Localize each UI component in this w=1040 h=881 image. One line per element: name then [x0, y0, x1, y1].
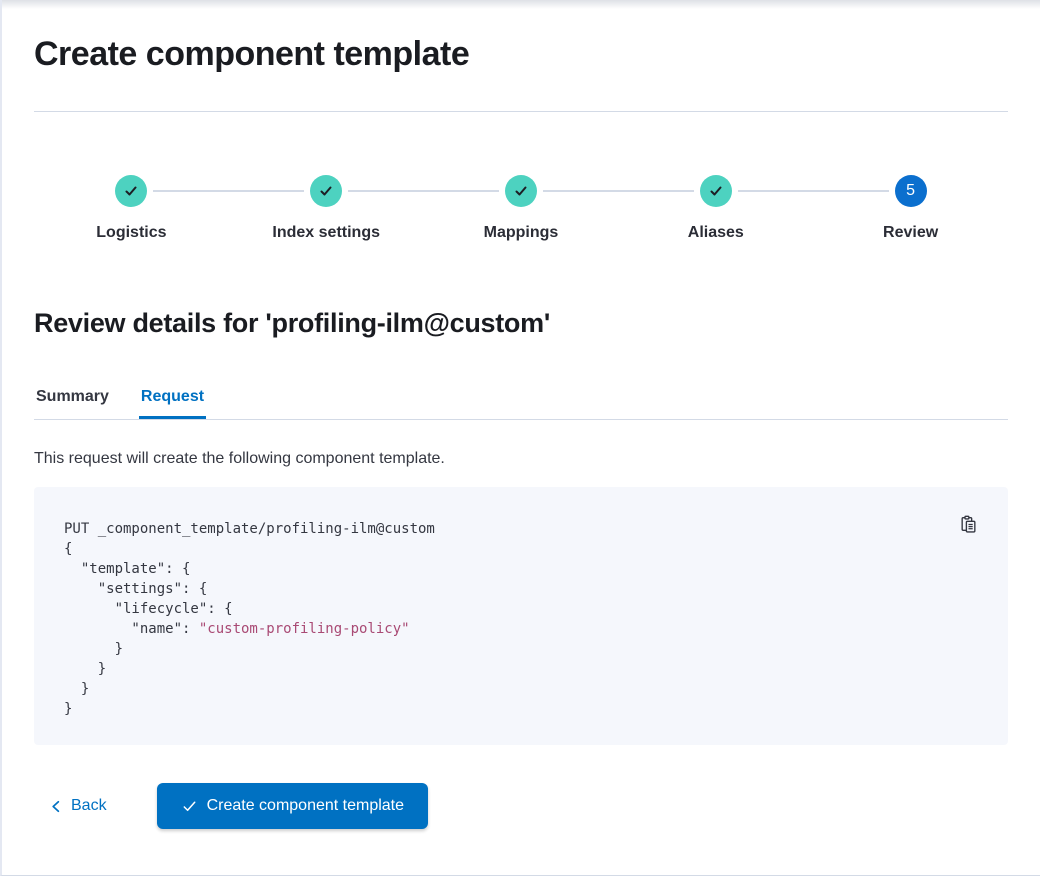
code-line: "lifecycle": {: [64, 601, 233, 617]
tab-request[interactable]: Request: [139, 385, 206, 419]
code-line: }: [64, 701, 73, 717]
step-complete-circle: [310, 175, 343, 207]
header-divider: [34, 111, 1008, 112]
copy-clipboard-icon[interactable]: [956, 513, 980, 537]
step-current-circle: 5: [894, 175, 927, 207]
request-description: This request will create the following c…: [34, 450, 445, 467]
tab-summary[interactable]: Summary: [34, 385, 111, 419]
step-number: 5: [906, 182, 916, 199]
check-icon: [125, 186, 137, 196]
code-line: {: [64, 541, 73, 557]
back-label: Back: [71, 797, 107, 814]
step-mappings[interactable]: Mappings: [348, 175, 619, 245]
chevron-left-icon: [52, 800, 60, 812]
code-line: "template": {: [64, 561, 191, 577]
step-logistics[interactable]: Logistics: [34, 175, 229, 245]
step-complete-circle: [699, 175, 732, 207]
step-label: Aliases: [687, 224, 744, 241]
step-complete-circle: [115, 175, 148, 207]
step-label: Index settings: [272, 224, 380, 241]
step-aliases[interactable]: Aliases: [543, 175, 813, 245]
check-icon: [320, 186, 332, 196]
step-complete-circle: [504, 175, 537, 207]
request-code-block: PUT _component_template/profiling-ilm@cu…: [34, 487, 1008, 745]
code-line: "settings": {: [64, 581, 208, 597]
code-line: }: [64, 661, 107, 677]
review-heading: Review details for 'profiling-ilm@custom…: [34, 308, 550, 338]
step-label: Mappings: [483, 224, 559, 241]
back-button[interactable]: Back: [42, 796, 113, 816]
step-review[interactable]: 5 Review: [737, 175, 1008, 245]
wizard-stepper: Logistics Index settings Mappings Aliase…: [34, 175, 1008, 245]
check-icon: [710, 186, 722, 196]
code-line: "name": "custom-profiling-policy": [64, 621, 410, 637]
step-label: Logistics: [96, 224, 167, 241]
create-button-label: Create component template: [206, 797, 405, 814]
check-icon: [183, 800, 196, 811]
code-line: }: [64, 641, 124, 657]
code-line: PUT _component_template/profiling-ilm@cu…: [64, 521, 435, 537]
page-title: Create component template: [34, 35, 470, 73]
step-index-settings[interactable]: Index settings: [153, 175, 424, 245]
wizard-footer: Back Create component template: [34, 783, 1008, 829]
create-component-template-button[interactable]: Create component template: [156, 783, 429, 829]
code-line: }: [64, 681, 90, 697]
review-tabs: Summary Request: [34, 385, 1008, 420]
check-icon: [515, 186, 527, 196]
step-label: Review: [883, 224, 939, 241]
